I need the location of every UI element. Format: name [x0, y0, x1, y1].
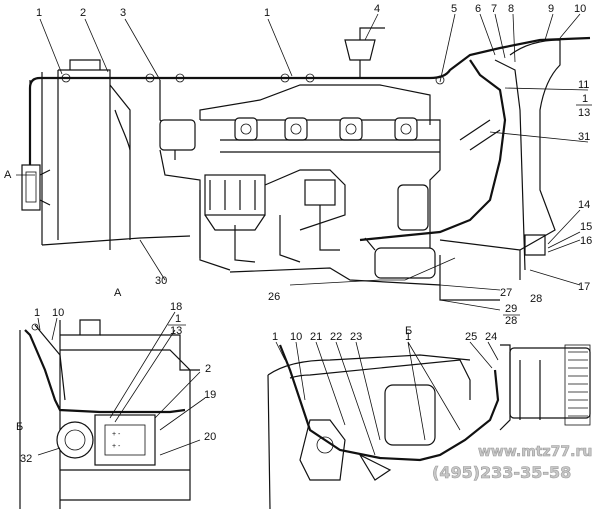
oil-filter: [397, 184, 429, 231]
detail-a-callout-1: 1: [34, 307, 40, 319]
engine-top: [199, 84, 431, 125]
detail-b-callout-22: 22: [330, 331, 342, 343]
view-title-b: Б: [405, 325, 412, 337]
detail-a-harness: [24, 329, 186, 414]
detail-a-frame: [60, 349, 191, 501]
detail-a-callout-10: 10: [52, 307, 64, 319]
callout-27: 27: [500, 287, 512, 299]
leaders-main: [16, 13, 589, 311]
view-marker-a: А: [4, 169, 12, 181]
radiator-cap: [69, 59, 101, 70]
callout-10: 10: [574, 3, 586, 15]
detail-b-pump: [299, 419, 346, 481]
detail-a-callout-19: 19: [204, 389, 216, 401]
harness-right: [359, 59, 507, 242]
callout-12: 1: [582, 93, 588, 105]
connector-a: [21, 164, 41, 211]
shroud: [109, 84, 131, 240]
detail-b-callout-25: 25: [465, 331, 477, 343]
callout-2: 2: [80, 7, 86, 19]
detail-b-callout-24: 24: [485, 331, 497, 343]
main-callouts: 1 2 3 1 4 5 6 7 8 9 10 11 1 13 31 14 15 …: [4, 3, 592, 433]
callout-1: 1: [36, 7, 42, 19]
callout-16: 16: [580, 235, 592, 247]
callout-9: 9: [548, 3, 554, 15]
bracket-14: [524, 234, 546, 256]
callout-28b: 28: [505, 315, 517, 327]
sensor-4: [344, 39, 376, 61]
detail-a-callout-18: 18: [170, 301, 182, 313]
watermark-site: www.mtz77.ru: [478, 444, 592, 460]
callout-11: 11: [578, 79, 589, 91]
callout-13: 13: [578, 107, 590, 119]
callout-8: 8: [508, 3, 514, 15]
relay-box: [94, 414, 156, 466]
detail-b-sensor: [358, 453, 392, 481]
callout-28: 28: [530, 293, 542, 305]
callout-17: 17: [578, 281, 590, 293]
callout-15: 15: [580, 221, 592, 233]
detail-b-callout-23: 23: [350, 331, 362, 343]
watermark: www.mtz77.ru (495)233-35-58: [432, 444, 593, 483]
main-view: [16, 13, 591, 311]
detail-a-callout-12: 1: [175, 313, 181, 325]
callout-14: 14: [578, 199, 590, 211]
injection-pump: [204, 169, 346, 231]
detail-a-view: + - + -: [19, 311, 206, 509]
detail-a-callout-2: 2: [205, 363, 211, 375]
cylinder-heads: [220, 117, 440, 153]
filter-housing: [159, 119, 196, 151]
callout-29: 29: [505, 303, 517, 315]
detail-b-callout-1b: 1: [405, 331, 411, 343]
radiator-body: [41, 69, 111, 250]
detail-b-filter: [384, 384, 436, 446]
frame-right: [509, 39, 561, 280]
callout-31: 31: [578, 131, 590, 143]
svg-text:+ -: + -: [112, 431, 121, 438]
callout-26: 26: [268, 291, 280, 303]
detail-b-callout-1: 1: [272, 331, 278, 343]
detail-a-callouts: 1 10 18 1 13 2 19 20 32: [20, 301, 216, 465]
detail-a-callout-20: 20: [204, 431, 216, 443]
callout-1b: 1: [264, 7, 270, 19]
callout-3: 3: [120, 7, 126, 19]
callout-6: 6: [475, 3, 481, 15]
watermark-phone: (495)233-35-58: [432, 463, 571, 482]
callout-7: 7: [491, 3, 497, 15]
main-harness: [28, 36, 591, 170]
callout-4: 4: [374, 3, 380, 15]
svg-text:+ -: + -: [112, 443, 121, 450]
starter: [374, 247, 436, 279]
callout-5: 5: [451, 3, 457, 15]
detail-a-callout-13: 13: [170, 325, 182, 337]
detail-b-box: [509, 347, 591, 419]
view-title-a: А: [114, 287, 122, 299]
detail-b-callouts: 1 10 21 22 23 1 25 24: [272, 331, 497, 343]
detail-b-view: [267, 341, 591, 509]
frame-bottom-left: [41, 235, 191, 246]
detail-a-callout-32: 32: [20, 453, 32, 465]
detail-b-callout-10: 10: [290, 331, 302, 343]
callout-30: 30: [155, 275, 167, 287]
detail-b-callout-21: 21: [310, 331, 322, 343]
element-32: [56, 421, 94, 459]
detail-b-harness: [278, 344, 500, 462]
